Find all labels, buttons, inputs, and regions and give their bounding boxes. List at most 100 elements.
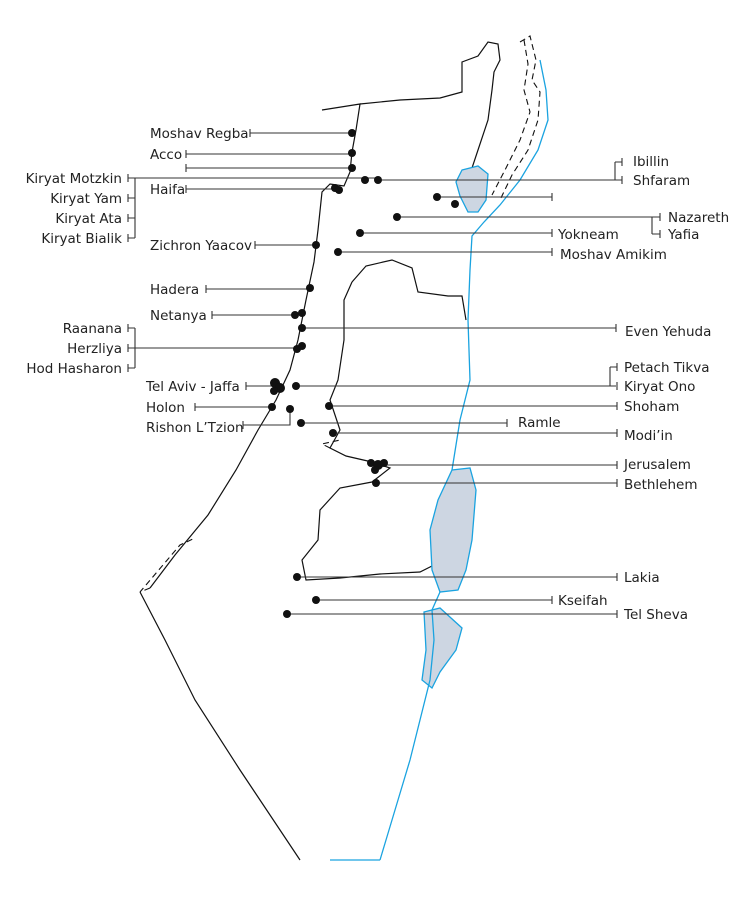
leader-line	[333, 429, 618, 437]
leader-line	[127, 174, 378, 242]
city-dot	[283, 610, 291, 618]
city-dot	[361, 176, 369, 184]
label-kseifah: Kseifah	[558, 593, 608, 609]
city-dot	[371, 466, 379, 474]
city-dot	[306, 284, 314, 292]
label-kiryat-yam: Kiryat Yam	[50, 191, 122, 207]
label-raanana: Raanana	[63, 321, 122, 337]
arava-border	[330, 591, 441, 861]
leader-line	[242, 409, 291, 429]
leader-line	[254, 241, 316, 249]
city-dot	[291, 311, 299, 319]
leader-line	[360, 229, 553, 237]
label-jerusalem: Jerusalem	[623, 457, 691, 473]
city-dot	[451, 200, 459, 208]
water-bodies	[330, 59, 549, 861]
leader-line	[329, 402, 618, 410]
label-even-yehuda: Even Yehuda	[625, 324, 711, 340]
label-yafia: Yafia	[667, 227, 699, 243]
leader-line	[316, 596, 553, 604]
label-herzliya: Herzliya	[67, 341, 122, 357]
city-dot	[329, 429, 337, 437]
city-dot	[356, 229, 364, 237]
leader-line	[437, 193, 553, 201]
leader-line	[249, 129, 352, 137]
label-moshav-regba: Moshav Regba	[150, 126, 249, 142]
city-dot	[335, 186, 343, 194]
leader-line	[205, 285, 310, 293]
dead-sea-evaporation-ponds	[421, 607, 463, 690]
leader-lines	[127, 129, 661, 618]
label-moshav-amikim: Moshav Amikim	[560, 247, 667, 263]
leader-line	[378, 158, 623, 184]
leader-line	[297, 573, 618, 581]
city-dot	[298, 324, 306, 332]
sea-of-galilee	[455, 165, 489, 213]
city-dot	[334, 248, 342, 256]
borders	[139, 35, 541, 861]
golan-border	[491, 35, 541, 201]
leader-line	[185, 185, 338, 193]
label-lakia: Lakia	[624, 570, 660, 586]
label-ramle: Ramle	[518, 415, 561, 431]
city-dot	[293, 573, 301, 581]
leader-line	[296, 363, 618, 390]
latrun-border	[320, 439, 341, 449]
label-petach-tikva: Petach Tikva	[624, 360, 709, 376]
city-dot	[297, 419, 305, 427]
city-dot	[374, 176, 382, 184]
label-rishon-ltzion: Rishon L’Tzion	[146, 420, 244, 436]
city-dot	[348, 129, 356, 137]
city-dot	[286, 405, 294, 413]
city-dot	[372, 479, 380, 487]
label-hadera: Hadera	[150, 282, 199, 298]
label-yokneam: Yokneam	[557, 227, 619, 243]
city-dot	[348, 164, 356, 172]
city-dot	[268, 403, 276, 411]
leader-line	[287, 610, 618, 618]
city-dot	[292, 382, 300, 390]
leader-line	[185, 150, 352, 158]
city-dot	[433, 193, 441, 201]
city-labels: Moshav Regba Acco Kiryat Motzkin Kiryat …	[26, 126, 730, 623]
leader-line	[338, 248, 553, 256]
label-tel-aviv-jaffa: Tel Aviv - Jaffa	[145, 379, 240, 395]
label-haifa: Haifa	[150, 182, 185, 198]
label-kiryat-bialik: Kiryat Bialik	[41, 231, 122, 247]
leader-line	[302, 324, 617, 332]
label-zichron-yaacov: Zichron Yaacov	[150, 238, 252, 254]
leader-line	[127, 324, 300, 372]
label-bethlehem: Bethlehem	[624, 477, 698, 493]
leader-line	[194, 403, 272, 411]
city-dot	[393, 213, 401, 221]
leader-line	[376, 479, 618, 487]
city-dot	[380, 459, 388, 467]
dead-sea	[429, 467, 477, 593]
leader-line	[301, 419, 508, 427]
city-dot	[312, 241, 320, 249]
label-kiryat-ono: Kiryat Ono	[624, 379, 695, 395]
upper-jordan-river	[451, 59, 549, 471]
leader-line	[397, 213, 661, 238]
label-modiin: Modi’in	[624, 428, 673, 444]
city-dot	[348, 149, 356, 157]
northern-border	[359, 41, 501, 169]
west-bank-border	[301, 259, 467, 581]
label-shfaram: Shfaram	[633, 173, 690, 189]
city-dot	[298, 309, 306, 317]
label-netanya: Netanya	[150, 308, 207, 324]
label-kiryat-motzkin: Kiryat Motzkin	[26, 171, 122, 187]
label-holon: Holon	[146, 400, 185, 416]
city-dot	[298, 342, 306, 350]
city-dot	[312, 596, 320, 604]
label-nazareth: Nazareth	[668, 210, 729, 226]
label-hod-hasharon: Hod Hasharon	[26, 361, 122, 377]
leader-line	[378, 461, 618, 469]
label-tel-sheva: Tel Sheva	[623, 607, 688, 623]
leader-line	[185, 164, 352, 172]
coastline	[149, 103, 361, 589]
label-kiryat-ata: Kiryat Ata	[55, 211, 122, 227]
label-acco: Acco	[150, 147, 182, 163]
label-shoham: Shoham	[624, 399, 679, 415]
